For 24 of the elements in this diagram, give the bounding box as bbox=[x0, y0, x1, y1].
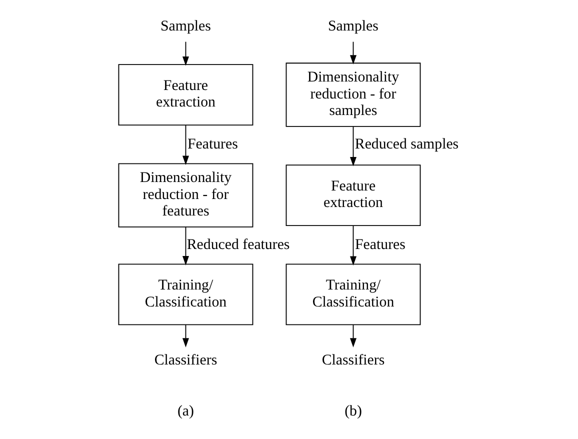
arrow bbox=[182, 226, 188, 266]
node-box: Feature extraction bbox=[285, 164, 420, 226]
arrow bbox=[182, 124, 188, 166]
arrow bbox=[182, 41, 188, 66]
arrow bbox=[349, 324, 356, 348]
node-text: Classifiers bbox=[154, 352, 217, 368]
node-box: Training/ Classification bbox=[285, 264, 420, 326]
arrow bbox=[349, 225, 356, 266]
node-box: Training/ Classification bbox=[118, 264, 253, 326]
node-text: Classifiers bbox=[321, 352, 384, 368]
edge-label: Reduced samples bbox=[354, 136, 458, 153]
arrow bbox=[349, 41, 356, 64]
node-box: Dimensionality reduction - for features bbox=[118, 163, 253, 228]
label: (b) bbox=[344, 404, 362, 420]
edge-label: Reduced features bbox=[186, 237, 290, 254]
edge-label: Features bbox=[187, 136, 238, 153]
arrow bbox=[349, 126, 356, 166]
arrow bbox=[182, 324, 188, 348]
node-text: Samples bbox=[160, 18, 210, 34]
node-text: Samples bbox=[328, 18, 378, 34]
label: (a) bbox=[176, 404, 194, 420]
node-box: Dimensionality reduction - for samples bbox=[285, 62, 420, 127]
edge-label: Features bbox=[354, 237, 405, 254]
node-box: Feature extraction bbox=[118, 64, 253, 126]
